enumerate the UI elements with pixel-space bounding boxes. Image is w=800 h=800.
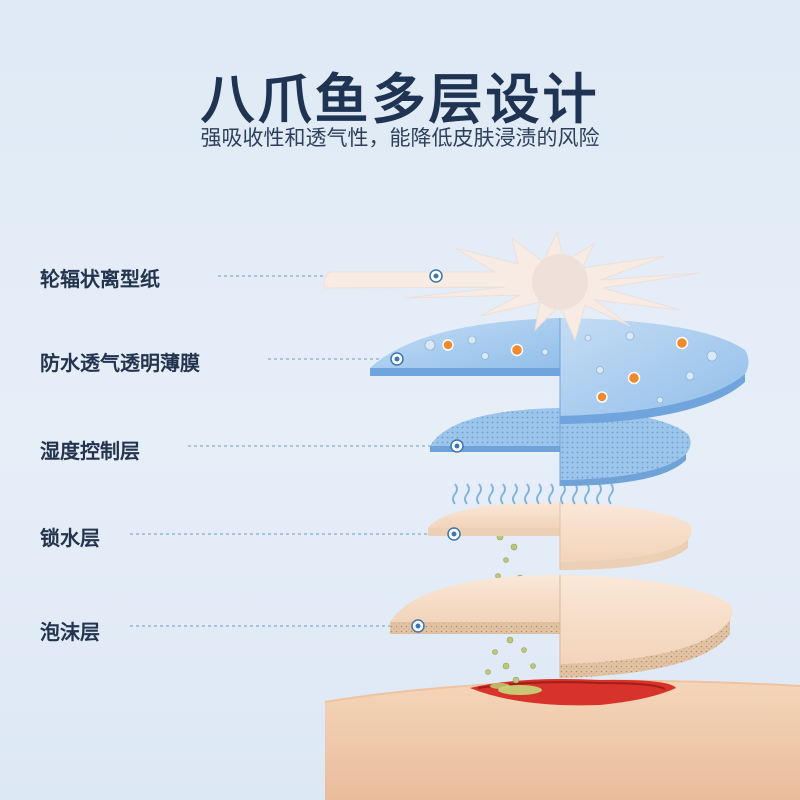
marker-waterproof-film [390, 352, 404, 366]
page-subtitle: 强吸收性和透气性，能降低皮肤浸渍的风险 [200, 126, 600, 150]
marker-moisture-control [450, 439, 464, 453]
air-bubbles [442, 336, 689, 403]
spoke-release-paper [323, 230, 701, 342]
layer-label-moisture-control: 湿度控制层 [40, 439, 140, 463]
foam-layer [390, 575, 733, 678]
moisture-control-layer [430, 408, 691, 486]
vapor-waves [452, 483, 614, 505]
layer-label-release-paper: 轮辐状离型纸 [40, 267, 160, 291]
marker-release-paper [429, 269, 443, 283]
layer-label-water-lock: 锁水层 [40, 526, 100, 550]
marker-water-lock [447, 527, 461, 541]
water-droplets [424, 331, 718, 404]
skin-wound [324, 679, 800, 800]
layer-label-foam: 泡沫层 [40, 620, 100, 644]
marker-foam [411, 619, 425, 633]
page-title: 八爪鱼多层设计 [200, 68, 600, 131]
leader-lines [130, 275, 453, 627]
layer-markers [390, 269, 464, 633]
waterproof-film-layer [370, 318, 749, 424]
water-lock-layer [428, 502, 692, 570]
layer-label-waterproof-film: 防水透气透明薄膜 [40, 351, 200, 375]
